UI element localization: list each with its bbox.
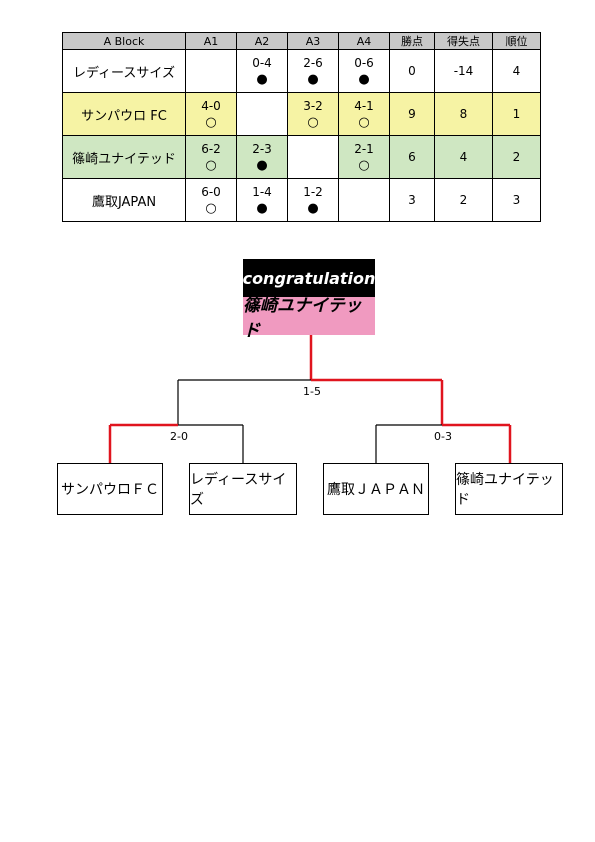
goal-diff-cell: 2 [434, 178, 493, 222]
match-result-cell: 0-6● [338, 49, 390, 93]
table-header-row: A Block A1 A2 A3 A4 勝点 得失点 順位 [62, 32, 541, 50]
loss-mark-icon: ● [256, 71, 268, 87]
points-cell: 9 [389, 92, 435, 136]
match-score: 2-6 [303, 55, 323, 70]
semi-left-score: 2-0 [170, 430, 188, 443]
points-cell: 0 [389, 49, 435, 93]
congrats-banner: congratulation [243, 259, 375, 297]
match-score: 1-2 [303, 184, 323, 199]
match-score: 2-3 [252, 141, 272, 156]
loss-mark-icon: ● [307, 71, 319, 87]
match-result-cell: 1-4● [236, 178, 288, 222]
loss-mark-icon: ● [358, 71, 370, 87]
match-score: 4-1 [354, 98, 374, 113]
bracket-team-2: レディースサイズ [189, 463, 297, 515]
team-name: 鷹取JAPAN [62, 178, 186, 222]
match-score: 0-4 [252, 55, 272, 70]
match-result-cell: 0-4● [236, 49, 288, 93]
header-block: A Block [62, 32, 186, 50]
match-result-cell: 1-2● [287, 178, 339, 222]
win-mark-icon: ○ [307, 114, 319, 130]
match-score: 1-4 [252, 184, 272, 199]
self-match-cell [236, 92, 288, 136]
self-match-cell [287, 135, 339, 179]
match-result-cell: 2-3● [236, 135, 288, 179]
self-match-cell [185, 49, 237, 93]
loss-mark-icon: ● [307, 200, 319, 216]
rank-cell: 3 [492, 178, 541, 222]
win-mark-icon: ○ [358, 157, 370, 173]
header-a1: A1 [185, 32, 237, 50]
match-result-cell: 6-2○ [185, 135, 237, 179]
bracket-team-3: 鷹取ＪＡＰＡＮ [323, 463, 429, 515]
header-points: 勝点 [389, 32, 435, 50]
match-result-cell: 3-2○ [287, 92, 339, 136]
self-match-cell [338, 178, 390, 222]
bracket-team-1: サンパウロＦＣ [57, 463, 163, 515]
rank-cell: 2 [492, 135, 541, 179]
win-mark-icon: ○ [205, 157, 217, 173]
team-name: レディースサイズ [62, 49, 186, 93]
match-score: 6-0 [201, 184, 221, 199]
win-mark-icon: ○ [205, 200, 217, 216]
match-score: 0-6 [354, 55, 374, 70]
match-result-cell: 4-1○ [338, 92, 390, 136]
rank-cell: 1 [492, 92, 541, 136]
header-a4: A4 [338, 32, 390, 50]
bracket-team-4: 篠崎ユナイテッド [455, 463, 563, 515]
goal-diff-cell: -14 [434, 49, 493, 93]
header-goal-diff: 得失点 [434, 32, 493, 50]
team-name: サンパウロ FC [62, 92, 186, 136]
header-a2: A2 [236, 32, 288, 50]
win-mark-icon: ○ [205, 114, 217, 130]
loss-mark-icon: ● [256, 157, 268, 173]
match-result-cell: 2-6● [287, 49, 339, 93]
loss-mark-icon: ● [256, 200, 268, 216]
match-result-cell: 6-0○ [185, 178, 237, 222]
win-mark-icon: ○ [358, 114, 370, 130]
champion-panel: congratulation 篠崎ユナイテッド [243, 259, 375, 341]
league-table: A Block A1 A2 A3 A4 勝点 得失点 順位 レディースサイズ 0-… [62, 32, 541, 222]
match-score: 2-1 [354, 141, 374, 156]
match-score: 3-2 [303, 98, 323, 113]
semi-right-score: 0-3 [434, 430, 452, 443]
match-score: 6-2 [201, 141, 221, 156]
match-score: 4-0 [201, 98, 221, 113]
match-result-cell: 4-0○ [185, 92, 237, 136]
final-score: 1-5 [303, 385, 321, 398]
